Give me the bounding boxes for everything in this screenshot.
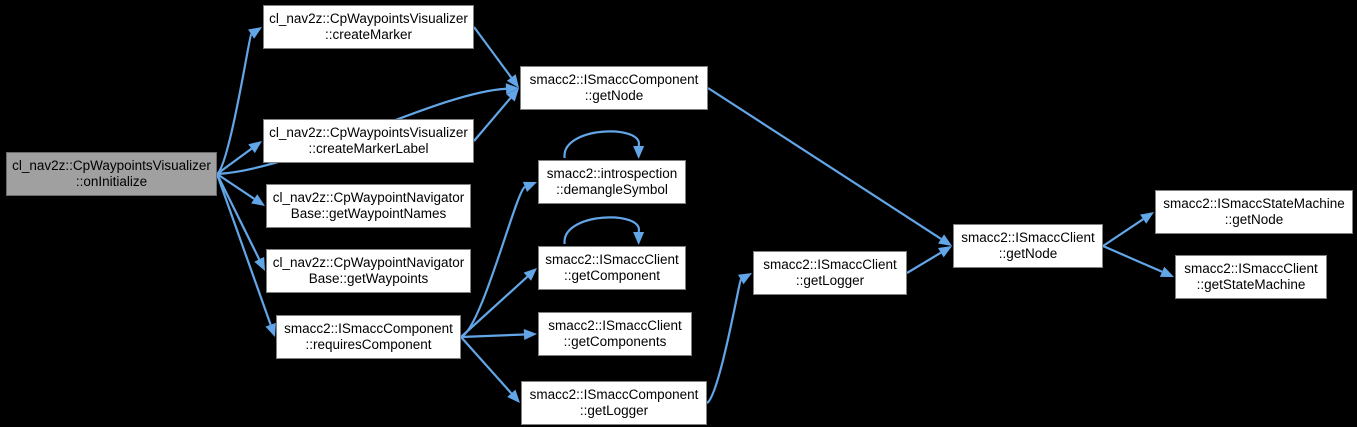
edge-requiresComponent-to-getComponent-arrow [523, 268, 537, 281]
edge-onInitialize-to-getWaypointNames [216, 173, 255, 200]
graph-node-getWaypoints[interactable]: cl_nav2z::CpWaypointNavigator Base::getW… [266, 249, 471, 293]
edge-getComponent-to-getComponent [563, 216, 640, 245]
edge-requiresComponent-to-demangleSymbol-arrow [522, 181, 537, 193]
graph-node-label: cl_nav2z::CpWaypointsVisualizer ::create… [269, 11, 468, 42]
edge-clientGetNode-to-stateMachineGetNode-arrow [1140, 212, 1154, 224]
edge-onInitialize-to-requiresComponent [215, 173, 272, 326]
edge-componentGetNode-to-clientGetNode [707, 87, 942, 240]
edge-demangleSymbol-to-demangleSymbol-arrow [633, 146, 645, 159]
edge-requiresComponent-to-getComponents [460, 333, 525, 339]
edge-onInitialize-to-createMarkerLabel-arrow [248, 141, 262, 154]
edge-onInitialize-to-createMarker [216, 33, 253, 175]
edge-createMarkerLabel-to-componentGetNode [473, 97, 512, 142]
edge-onInitialize-to-requiresComponent-arrow [265, 322, 276, 337]
graph-node-getComponents[interactable]: smacc2::ISmaccClient ::getComponents [538, 312, 692, 356]
edge-createMarkerLabel-to-componentGetNode-arrow [506, 88, 519, 102]
graph-node-label: smacc2::ISmaccClient ::getLogger [763, 257, 897, 288]
edge-clientGetLogger-to-clientGetNode-arrow [938, 246, 952, 258]
graph-node-clientGetLogger[interactable]: smacc2::ISmaccClient ::getLogger [753, 251, 907, 295]
edge-clientGetNode-to-getStateMachine [1102, 244, 1163, 273]
edge-getComponent-to-getComponent-arrow [633, 232, 645, 245]
graph-node-createMarker[interactable]: cl_nav2z::CpWaypointsVisualizer ::create… [263, 5, 474, 49]
edge-createMarker-to-componentGetNode [473, 26, 513, 79]
graph-node-componentGetNode[interactable]: smacc2::ISmaccComponent ::getNode [520, 66, 708, 110]
graph-node-label: cl_nav2z::CpWaypointNavigator Base::getW… [272, 255, 465, 286]
graph-node-label: smacc2::ISmaccClient ::getNode [961, 230, 1095, 261]
edge-onInitialize-to-componentGetNode-arrow [505, 83, 519, 95]
edge-componentGetLogger-to-clientGetLogger-arrow [737, 273, 752, 285]
graph-node-label: smacc2::ISmaccComponent ::getLogger [529, 387, 699, 418]
graph-node-onInitialize[interactable]: cl_nav2z::CpWaypointsVisualizer ::onInit… [6, 152, 217, 196]
graph-node-label: cl_nav2z::CpWaypointsVisualizer ::create… [269, 125, 468, 156]
edge-requiresComponent-to-getComponents-arrow [523, 329, 537, 341]
edge-clientGetLogger-to-clientGetNode [906, 251, 942, 274]
graph-node-label: smacc2::ISmaccClient ::getStateMachine [1184, 261, 1318, 292]
graph-node-componentGetLogger[interactable]: smacc2::ISmaccComponent ::getLogger [521, 381, 707, 425]
edge-onInitialize-to-createMarker-arrow [248, 27, 262, 39]
graph-node-label: cl_nav2z::CpWaypointsVisualizer ::onInit… [12, 158, 211, 189]
graph-node-demangleSymbol[interactable]: smacc2::introspection ::demangleSymbol [538, 160, 686, 204]
edge-requiresComponent-to-componentGetLogger [460, 336, 513, 395]
graph-node-createMarkerLabel[interactable]: cl_nav2z::CpWaypointsVisualizer ::create… [263, 119, 474, 163]
edge-onInitialize-to-getWaypoints-arrow [254, 256, 265, 271]
edge-componentGetLogger-to-clientGetLogger [706, 278, 742, 404]
graph-node-label: smacc2::ISmaccClient ::getComponents [548, 318, 682, 349]
edge-requiresComponent-to-getComponent [460, 275, 529, 338]
edge-demangleSymbol-to-demangleSymbol [563, 130, 640, 159]
edge-componentGetNode-to-clientGetNode-arrow [938, 234, 952, 246]
edge-onInitialize-to-createMarkerLabel [216, 147, 253, 175]
graph-node-stateMachineGetNode[interactable]: smacc2::ISmaccStateMachine ::getNode [1155, 190, 1353, 234]
graph-node-getWaypointNames[interactable]: cl_nav2z::CpWaypointNavigator Base::getW… [266, 184, 471, 228]
graph-node-label: smacc2::ISmaccComponent ::requiresCompon… [284, 321, 453, 352]
graph-node-label: smacc2::ISmaccComponent ::getNode [529, 72, 699, 103]
graph-node-getComponent[interactable]: smacc2::ISmaccClient ::getComponent [538, 246, 686, 290]
edge-onInitialize-to-getWaypoints [216, 173, 261, 260]
graph-node-clientGetNode[interactable]: smacc2::ISmaccClient ::getNode [953, 224, 1103, 268]
edge-clientGetNode-to-getStateMachine-arrow [1159, 266, 1174, 277]
edge-onInitialize-to-getWaypointNames-arrow [251, 194, 265, 206]
edge-createMarker-to-componentGetNode-arrow [506, 74, 519, 88]
graph-node-label: smacc2::introspection ::demangleSymbol [546, 166, 678, 197]
edge-requiresComponent-to-componentGetLogger-arrow [507, 389, 520, 403]
graph-node-requiresComponent[interactable]: smacc2::ISmaccComponent ::requiresCompon… [276, 315, 461, 359]
graph-node-label: smacc2::ISmaccStateMachine ::getNode [1163, 196, 1345, 227]
graph-node-label: smacc2::ISmaccClient ::getComponent [545, 252, 679, 283]
graph-node-label: cl_nav2z::CpWaypointNavigator Base::getW… [272, 190, 465, 221]
graph-node-getStateMachine[interactable]: smacc2::ISmaccClient ::getStateMachine [1175, 255, 1327, 299]
edge-clientGetNode-to-stateMachineGetNode [1102, 218, 1144, 247]
